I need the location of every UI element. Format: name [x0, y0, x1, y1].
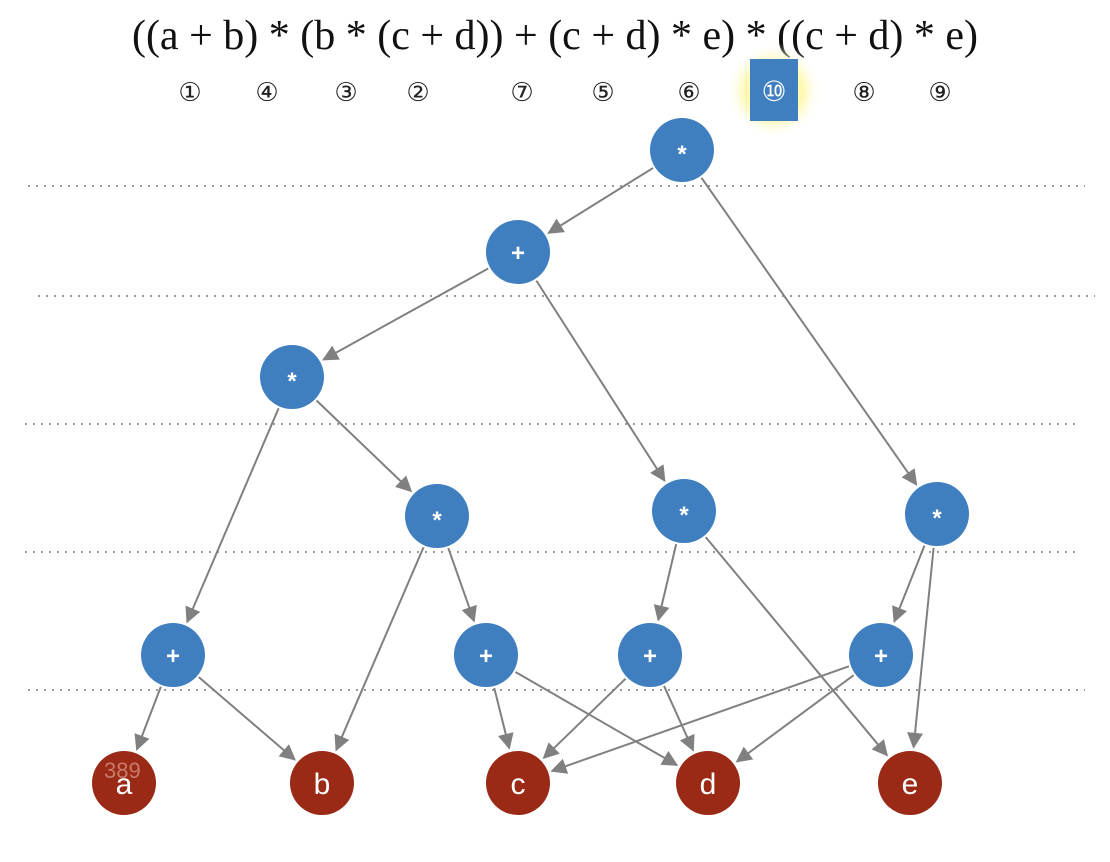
node-b: b [290, 751, 354, 815]
edge-n4-to-b [334, 546, 425, 752]
operator-node-circle [905, 482, 969, 546]
step-label: ① [178, 78, 201, 108]
step-label: ⑧ [852, 78, 875, 108]
step-label: ⑦ [510, 78, 533, 108]
variable-node-circle [486, 751, 550, 815]
node-label: + [874, 643, 888, 670]
edge-n10-to-c [550, 665, 850, 774]
edge-n3-to-n7 [185, 407, 280, 624]
node-c: c [486, 751, 550, 815]
node-label: + [643, 643, 657, 670]
operator-node-circle [849, 623, 913, 687]
node-label: a [116, 768, 133, 801]
operator-node-circle [618, 623, 682, 687]
node-label: * [287, 368, 297, 395]
node-label: + [479, 643, 493, 670]
edge-n10-to-d [735, 674, 855, 763]
variable-node-circle [878, 751, 942, 815]
edge-n1-to-n2 [547, 167, 654, 234]
node-n3: * [260, 345, 324, 409]
operator-node-circle [652, 479, 716, 543]
step-3: ③ [334, 78, 357, 108]
node-n5: * [652, 479, 716, 543]
node-label: * [432, 507, 442, 534]
step-7: ⑥ [677, 78, 700, 108]
step-5: ⑦ [510, 78, 533, 108]
edge-n8-to-d [514, 671, 679, 766]
evaluation-step-numbers: ① ④ ③ ② ⑦ ⑤ ⑥ ⑩ ⑧ ⑨ [178, 43, 952, 139]
step-label: ③ [334, 78, 357, 108]
node-n4: * [405, 484, 469, 548]
variable-node-circle [676, 751, 740, 815]
edge-n9-to-d [663, 685, 695, 752]
node-label: d [700, 768, 717, 801]
variable-node-circle [92, 751, 156, 815]
watermark: 389 [104, 758, 141, 783]
node-a: a [92, 751, 156, 815]
step-label: ② [406, 78, 429, 108]
edge-n5-to-n9 [653, 543, 678, 622]
node-label: * [932, 505, 942, 532]
step-4: ② [406, 78, 429, 108]
node-label: + [166, 643, 180, 670]
edge-n2-to-n3 [322, 267, 489, 361]
operator-node-circle [486, 220, 550, 284]
step-label: ⑥ [677, 78, 700, 108]
edge-n6-to-n10 [892, 545, 926, 624]
operator-node-circle [650, 118, 714, 182]
level-separators [25, 185, 1095, 691]
step-8: ⑩ [726, 43, 822, 139]
node-n2: + [486, 220, 550, 284]
operator-node-circle [405, 484, 469, 548]
node-label: e [902, 768, 919, 801]
node-n9: + [618, 623, 682, 687]
step-label: ④ [255, 78, 278, 108]
edges [134, 167, 935, 774]
step-1: ① [178, 78, 201, 108]
edge-n9-to-c [542, 677, 627, 760]
node-label: + [511, 240, 525, 267]
step-label: ⑤ [591, 78, 614, 108]
node-e: e [878, 751, 942, 815]
step-9: ⑧ [852, 78, 875, 108]
step-6: ⑤ [591, 78, 614, 108]
step-10: ⑨ [928, 78, 951, 108]
expression: ((a + b) * (b * (c + d)) + (c + d) * e) … [131, 13, 979, 59]
edge-n7-to-b [198, 676, 296, 761]
edge-n8-to-c [493, 687, 514, 750]
step-2: ④ [255, 78, 278, 108]
edge-n4-to-n8 [447, 547, 477, 623]
edge-n2-to-n5 [535, 280, 666, 483]
step-label: ⑩ [761, 75, 786, 108]
node-n10: + [849, 623, 913, 687]
operator-node-circle [141, 623, 205, 687]
edge-n7-to-a [134, 686, 162, 751]
node-n6: * [905, 482, 969, 546]
edge-n5-to-e [704, 536, 889, 757]
highlight-box [750, 59, 798, 121]
node-label: b [314, 768, 331, 801]
variable-node-circle [290, 751, 354, 815]
node-n7: + [141, 623, 205, 687]
nodes: * + * * * * + + + + a b c d e [92, 118, 969, 815]
edge-n1-to-n6 [700, 177, 918, 486]
node-n1: * [650, 118, 714, 182]
edge-n3-to-n4 [315, 399, 413, 493]
operator-node-circle [260, 345, 324, 409]
node-n8: + [454, 623, 518, 687]
node-label: c [511, 768, 526, 801]
operator-node-circle [454, 623, 518, 687]
node-label: * [679, 502, 689, 529]
edge-n6-to-e [907, 547, 935, 749]
node-label: * [677, 141, 687, 168]
node-d: d [676, 751, 740, 815]
step-label: ⑨ [928, 78, 951, 108]
